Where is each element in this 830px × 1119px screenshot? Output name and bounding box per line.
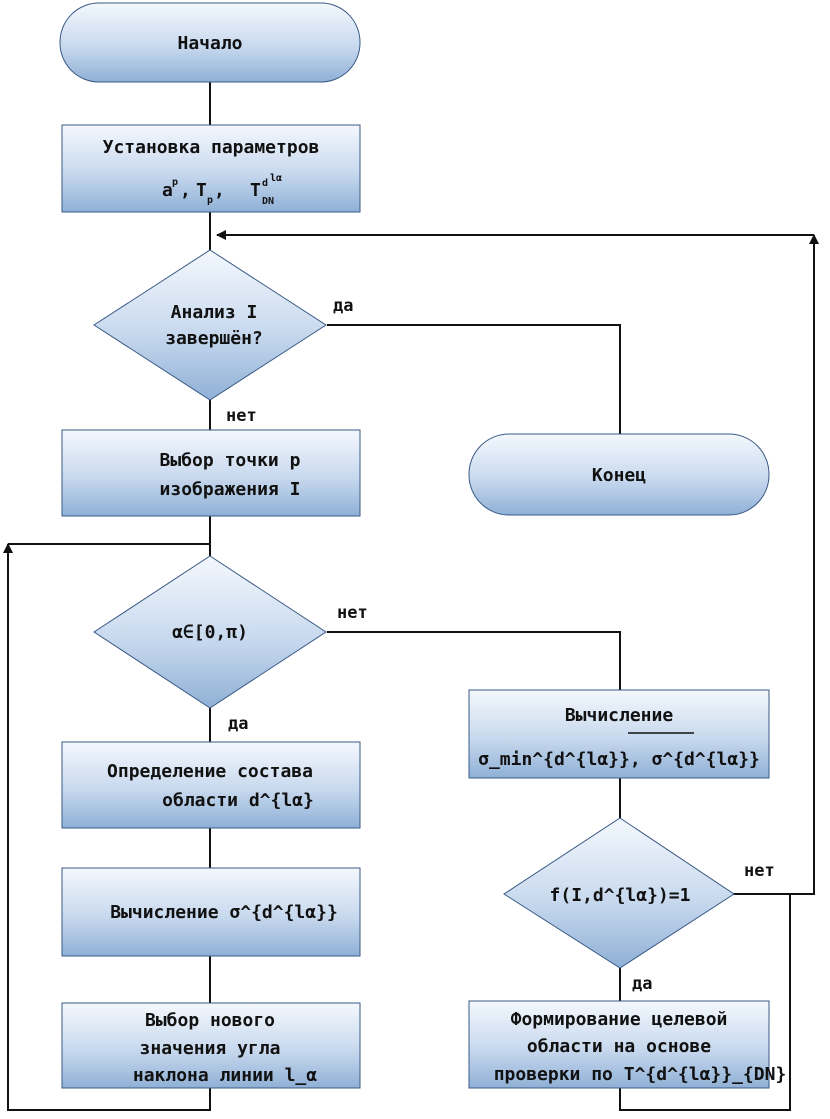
define-region-line1: Определение состава: [107, 761, 313, 782]
select-point-block: Выбор точки p изображения I: [61, 429, 361, 517]
end-terminator: Конец: [468, 433, 770, 516]
f-decision: f(I,d^{lα})=1: [503, 817, 735, 969]
angle-decision: α∈[0,π): [93, 555, 327, 709]
compute-min-block: Вычисление σ_min^{d^{lα}}, σ^{d^{lα}}: [468, 689, 770, 779]
compute-min-line1: Вычисление: [565, 705, 674, 726]
select-angle-line2: значения угла: [140, 1038, 281, 1059]
select-angle-line3: наклона линии l_α: [133, 1065, 317, 1086]
start-terminator: Начало: [59, 2, 361, 83]
define-region-line2: области d^{lα}: [162, 790, 314, 811]
svg-text:,: ,: [180, 180, 191, 201]
analysis-decision: Анализ I завершён?: [93, 249, 327, 401]
svg-text:p: p: [172, 177, 178, 188]
select-point-line2: изображения I: [160, 479, 301, 500]
form-target-line2: области на основе: [527, 1036, 711, 1057]
form-target-line1: Формирование целевой: [511, 1009, 728, 1030]
end-label: Конец: [592, 465, 646, 486]
angle-decision-label: α∈[0,π): [172, 622, 248, 643]
svg-text:a: a: [162, 180, 173, 201]
analysis-no-label: нет: [226, 406, 257, 426]
svg-text:DN: DN: [262, 196, 274, 207]
start-label: Начало: [177, 33, 242, 54]
svg-text:T: T: [196, 180, 207, 201]
svg-text:lα: lα: [270, 173, 282, 184]
compute-sigma-label: Вычисление σ^{d^{lα}}: [110, 902, 338, 923]
define-region-block: Определение состава области d^{lα}: [61, 741, 361, 829]
set-parameters-label: Установка параметров: [103, 137, 320, 158]
f-decision-label: f(I,d^{lα})=1: [550, 885, 691, 906]
compute-min-formula: σ_min^{d^{lα}}, σ^{d^{lα}}: [478, 749, 760, 770]
compute-sigma-block: Вычисление σ^{d^{lα}}: [61, 867, 361, 957]
form-target-block: Формирование целевой области на основе п…: [468, 1000, 787, 1089]
svg-text:d: d: [262, 178, 268, 189]
connectors: [2, 82, 819, 1111]
set-parameters-block: Установка параметров a p , T p , T d lα …: [61, 124, 361, 213]
select-point-line1: Выбор точки p: [160, 450, 301, 471]
analysis-decision-line2: завершён?: [165, 328, 263, 349]
f-yes-label: да: [632, 974, 652, 994]
analysis-decision-line1: Анализ I: [171, 302, 258, 323]
svg-text:p: p: [207, 195, 213, 206]
select-angle-line1: Выбор нового: [145, 1010, 275, 1031]
f-no-label: нет: [744, 861, 775, 881]
select-angle-block: Выбор нового значения угла наклона линии…: [61, 1002, 361, 1089]
svg-text:T: T: [250, 180, 261, 201]
form-target-line3: проверки по T^{d^{lα}}_{DN}: [494, 1064, 787, 1085]
analysis-yes-label: да: [333, 296, 353, 316]
angle-no-label: нет: [337, 603, 368, 623]
angle-yes-label: да: [228, 714, 248, 734]
parameters-formula: a p , T p , T d lα DN: [162, 173, 282, 207]
svg-text:,: ,: [214, 180, 225, 201]
